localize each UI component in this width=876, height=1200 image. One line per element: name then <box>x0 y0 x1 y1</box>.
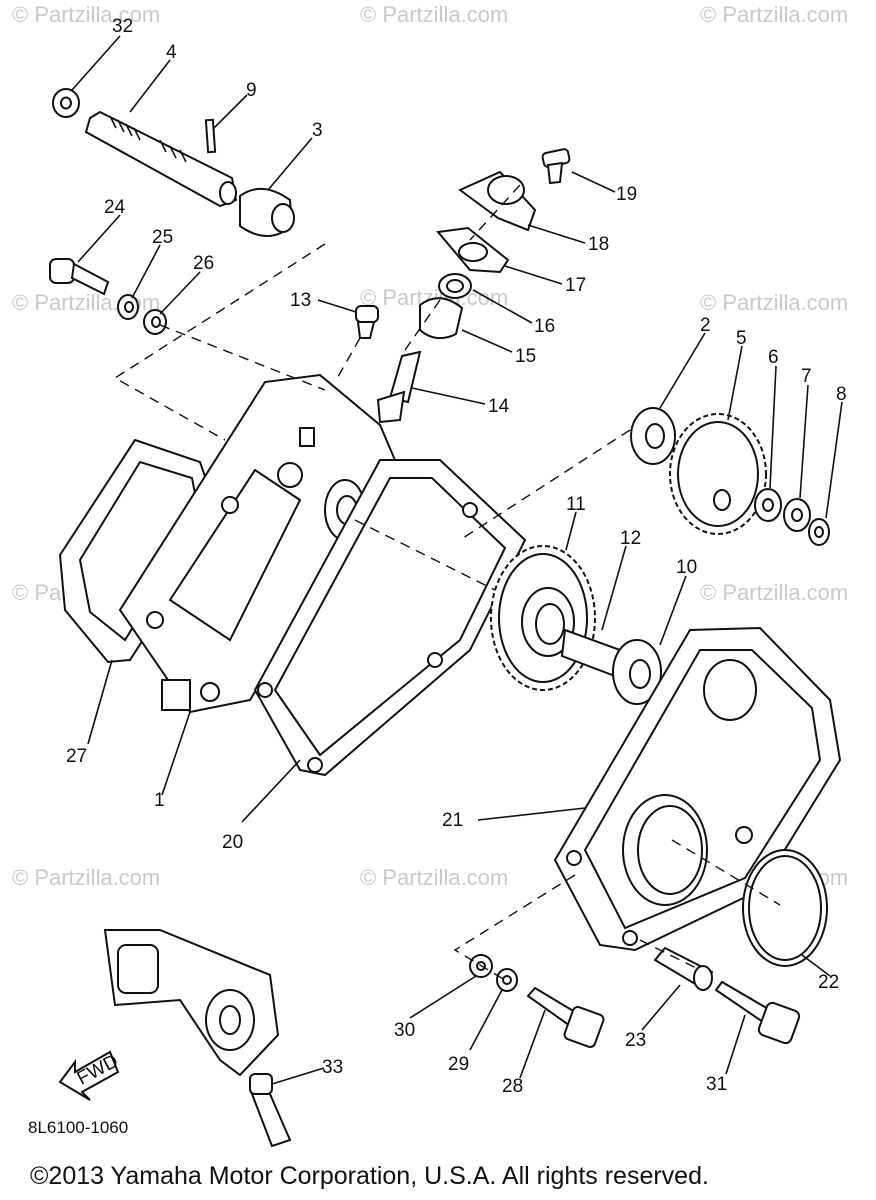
callouts: 32 4 9 3 24 25 26 19 18 17 13 16 15 14 2… <box>66 16 847 1097</box>
callout-13: 13 <box>290 290 311 311</box>
callout-18: 18 <box>588 234 609 255</box>
part-11-gear <box>490 545 596 691</box>
callout-33: 33 <box>322 1057 343 1078</box>
callout-27: 27 <box>66 746 87 767</box>
leader-lines <box>71 35 843 1085</box>
callout-28: 28 <box>502 1076 523 1097</box>
part-23-collar <box>653 946 714 991</box>
part-18-flange <box>458 170 537 232</box>
callout-9: 9 <box>246 80 257 101</box>
part-33-manifold <box>103 929 292 1148</box>
callout-23: 23 <box>625 1030 646 1051</box>
callout-19: 19 <box>616 184 637 205</box>
part-13-bolt <box>355 305 379 339</box>
callout-8: 8 <box>836 384 847 405</box>
callout-7: 7 <box>801 366 812 387</box>
callout-26: 26 <box>193 253 214 274</box>
part-2-bearing <box>630 407 676 465</box>
diagram-code: 8L6100-1060 <box>28 1118 129 1137</box>
part-5-sprocket <box>669 413 767 535</box>
part-24-bolt <box>49 258 110 296</box>
callout-15: 15 <box>515 346 536 367</box>
part-8-nut <box>808 518 830 546</box>
watermark: © Partzilla.com <box>700 2 848 27</box>
part-22-oring <box>742 849 828 967</box>
part-26-washer <box>143 309 167 335</box>
part-9-pin <box>204 118 217 154</box>
callout-11: 11 <box>566 494 586 515</box>
part-29-lockwasher <box>496 968 518 992</box>
watermark: © Partzilla.com <box>700 580 848 605</box>
callout-4: 4 <box>166 42 177 63</box>
part-7-washer <box>783 498 811 532</box>
callout-22: 22 <box>818 972 839 993</box>
callout-32: 32 <box>112 16 133 37</box>
callout-2: 2 <box>700 315 711 336</box>
watermark: © Partzilla.com <box>12 865 160 890</box>
watermark: © Partzilla.com <box>700 290 848 315</box>
callout-6: 6 <box>768 347 779 368</box>
callout-12: 12 <box>620 528 641 549</box>
watermark: © Partzilla.com <box>12 2 160 27</box>
part-17-gasket <box>436 226 510 274</box>
part-10-bearing <box>612 639 662 705</box>
callout-14: 14 <box>488 396 510 417</box>
callout-30: 30 <box>394 1020 415 1041</box>
copyright-notice: ©2013 Yamaha Motor Corporation, U.S.A. A… <box>30 1162 709 1190</box>
alignment-lines <box>113 184 781 981</box>
part-28-bolt <box>526 986 605 1049</box>
part-1-housing <box>118 373 397 714</box>
part-6-washer <box>754 488 782 522</box>
callout-25: 25 <box>152 227 173 248</box>
callout-31: 31 <box>706 1074 727 1095</box>
callout-10: 10 <box>676 557 697 578</box>
watermark: © Partzilla.com <box>360 2 508 27</box>
callout-3: 3 <box>312 120 323 141</box>
callout-20: 20 <box>222 832 243 853</box>
callout-17: 17 <box>565 275 586 296</box>
part-25-lockwasher <box>117 294 139 320</box>
callout-24: 24 <box>104 197 126 218</box>
part-14-gear-shaft <box>376 350 422 424</box>
callout-5: 5 <box>736 328 747 349</box>
callout-16: 16 <box>534 316 555 337</box>
part-16-seal <box>438 273 472 299</box>
part-4-shaft <box>84 110 238 208</box>
callout-21: 21 <box>442 810 463 831</box>
watermark: © Partzilla.com <box>360 865 508 890</box>
callout-1: 1 <box>154 790 165 811</box>
part-15-bushing <box>419 297 464 340</box>
callout-29: 29 <box>448 1054 469 1075</box>
part-3-bushing <box>239 188 295 237</box>
part-32-washer <box>52 88 80 118</box>
part-31-bolt <box>714 980 801 1045</box>
fwd-arrow-icon: FWD <box>58 1050 122 1101</box>
part-19-screw <box>541 148 571 185</box>
